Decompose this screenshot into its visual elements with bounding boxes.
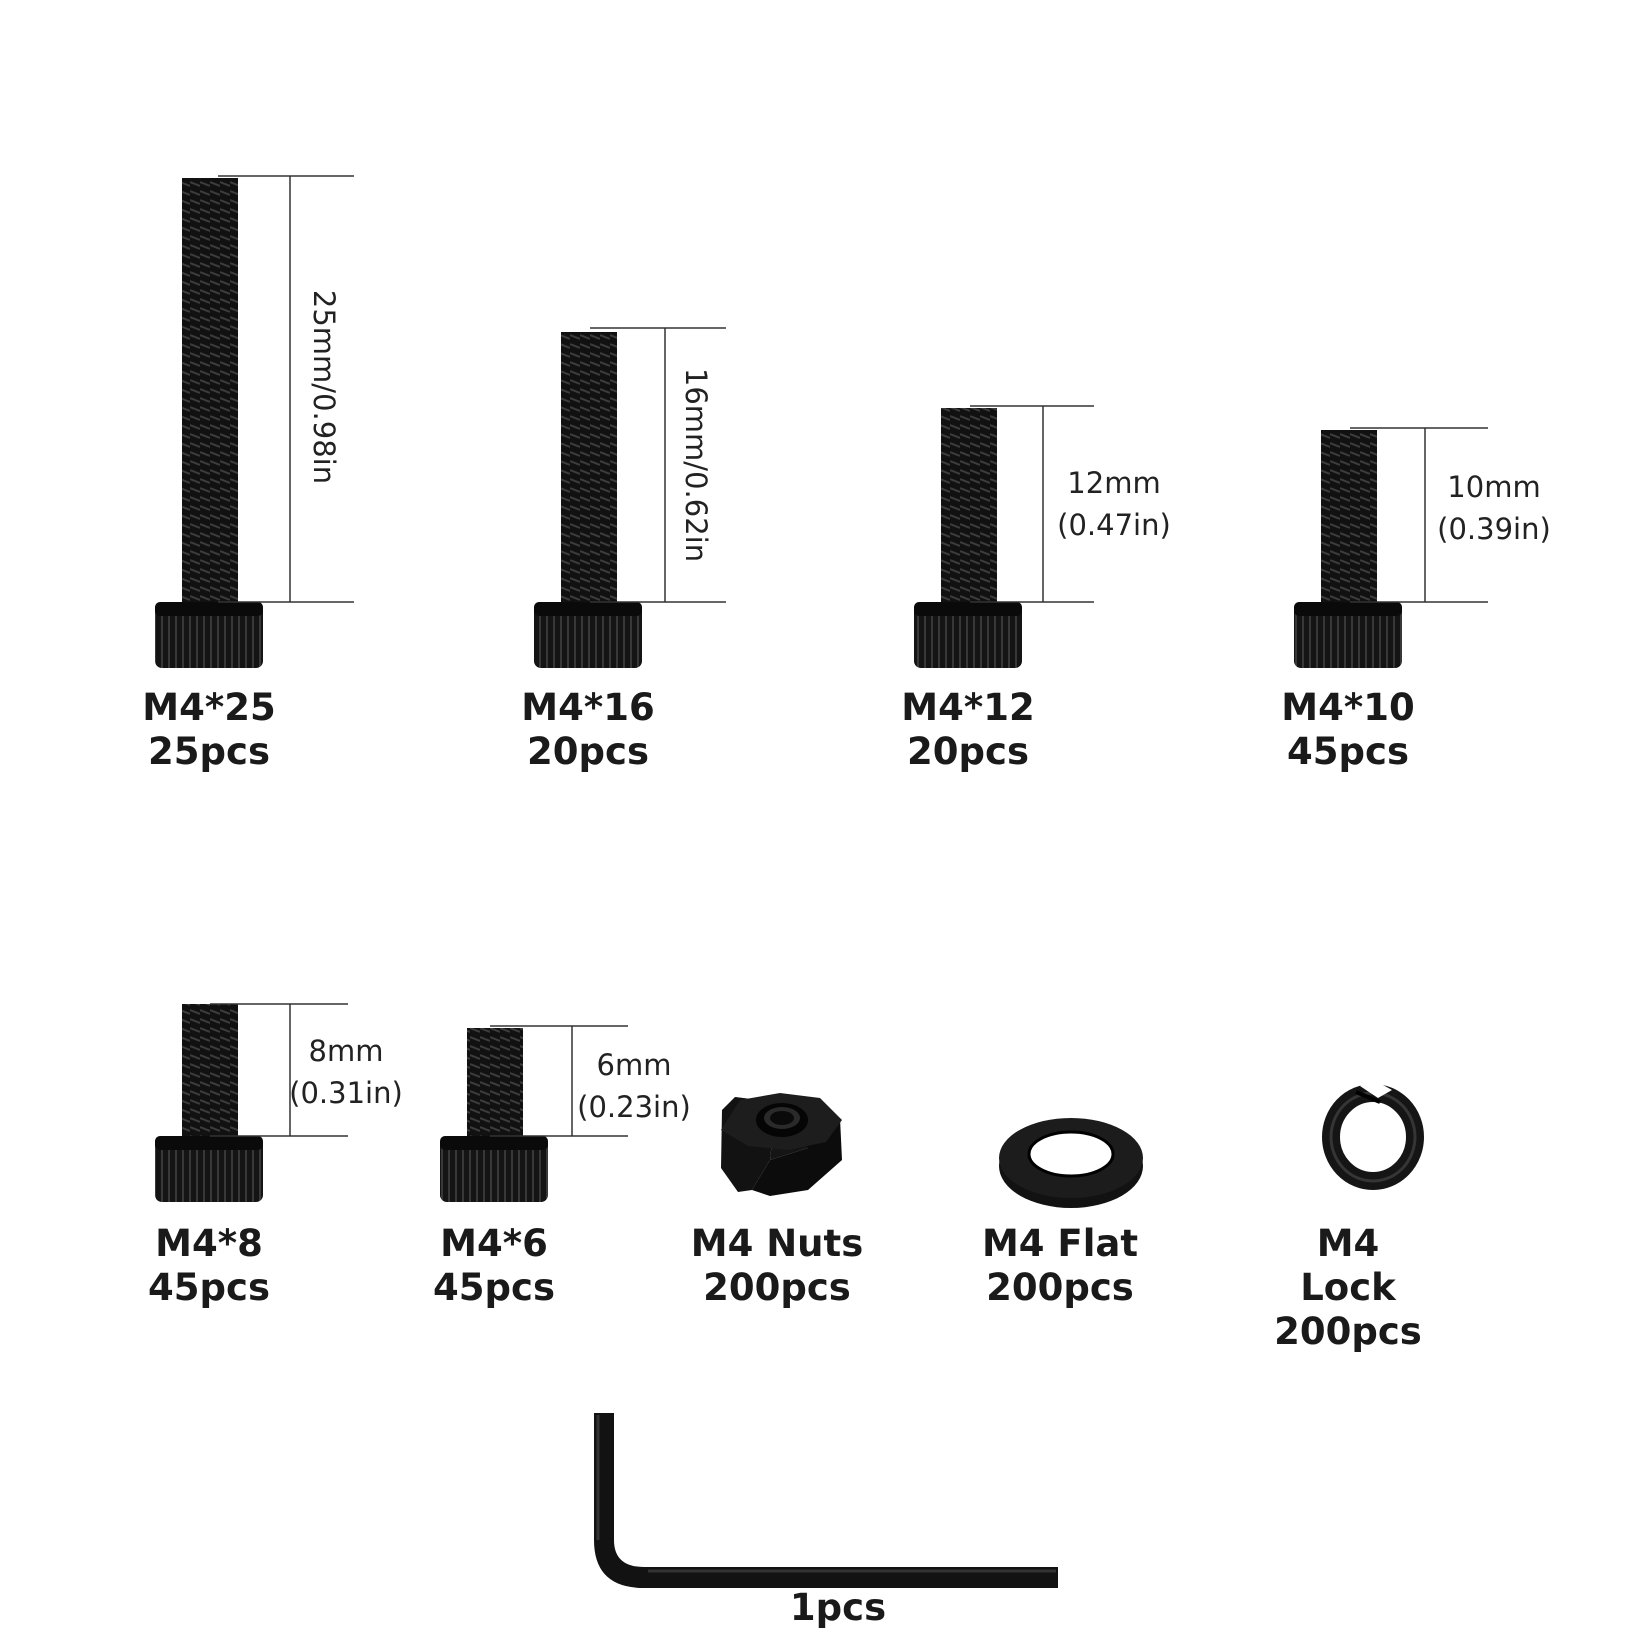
socket-head-bolt-icon <box>440 1028 548 1202</box>
product-size: M4*8 <box>155 1222 263 1265</box>
product-label: M4*12 20pcs <box>888 686 1048 774</box>
dimension-mm: 12mm <box>1067 466 1161 500</box>
dimension-label: 6mm (0.23in) <box>574 1044 694 1128</box>
product-name: M4 Nuts <box>690 1222 864 1265</box>
product-qty: 1pcs <box>789 1586 887 1629</box>
hex-key-icon <box>594 1413 1058 1588</box>
socket-head-bolt-icon <box>914 408 1022 668</box>
dimension-in: (0.39in) <box>1437 512 1551 546</box>
flat-washer-icon <box>999 1118 1143 1208</box>
product-size: M4*12 <box>901 686 1035 729</box>
socket-head-bolt-icon <box>155 178 263 668</box>
product-qty: 200pcs <box>703 1266 851 1309</box>
dimension-label: 8mm (0.31in) <box>286 1030 406 1114</box>
dimension-in: (0.31in) <box>289 1076 403 1110</box>
dimension-label-vertical: 25mm/0.98in <box>307 289 341 485</box>
product-label: M4*16 20pcs <box>508 686 668 774</box>
product-qty: 20pcs <box>907 730 1029 773</box>
dimension-mm: 6mm <box>596 1048 672 1082</box>
dimension-label: 10mm (0.39in) <box>1434 466 1554 550</box>
product-label: M4*10 45pcs <box>1268 686 1428 774</box>
socket-head-bolt-icon <box>155 1004 263 1202</box>
lock-washer-icon <box>1322 1080 1424 1190</box>
product-size: M4*10 <box>1281 686 1415 729</box>
socket-head-bolt-icon <box>534 332 642 668</box>
product-label: M4 Nuts 200pcs <box>682 1222 872 1310</box>
product-label: M4 Flat 200pcs <box>970 1222 1150 1310</box>
product-label: M4*25 25pcs <box>129 686 289 774</box>
dimension-mm: 8mm <box>308 1034 384 1068</box>
dimension-in: (0.23in) <box>577 1090 691 1124</box>
product-label: M4*8 45pcs <box>129 1222 289 1310</box>
product-qty: 45pcs <box>1287 730 1409 773</box>
product-qty: 45pcs <box>148 1266 270 1309</box>
product-label: 1pcs <box>758 1586 918 1630</box>
product-label: M4 Lock 200pcs <box>1268 1222 1428 1354</box>
product-qty: 200pcs <box>986 1266 1134 1309</box>
product-name: M4 <box>1316 1222 1380 1265</box>
hex-nut-icon <box>721 1093 842 1196</box>
dimension-label: 12mm (0.47in) <box>1054 462 1174 546</box>
product-size: M4*16 <box>521 686 655 729</box>
dimension-label-vertical: 16mm/0.62in <box>679 367 713 563</box>
dimension-mm: 10mm <box>1447 470 1541 504</box>
product-qty: 45pcs <box>433 1266 555 1309</box>
product-qty: 25pcs <box>148 730 270 773</box>
product-name: M4 Flat <box>981 1222 1139 1265</box>
product-size: M4*25 <box>142 686 276 729</box>
product-qty: 200pcs <box>1274 1310 1422 1353</box>
product-qty: 20pcs <box>527 730 649 773</box>
dimension-line <box>210 175 1488 1137</box>
dimension-in: (0.47in) <box>1057 508 1171 542</box>
product-label: M4*6 45pcs <box>414 1222 574 1310</box>
product-size: M4*6 <box>440 1222 548 1265</box>
product-name: Lock <box>1300 1266 1396 1309</box>
socket-head-bolt-icon <box>1294 430 1402 668</box>
